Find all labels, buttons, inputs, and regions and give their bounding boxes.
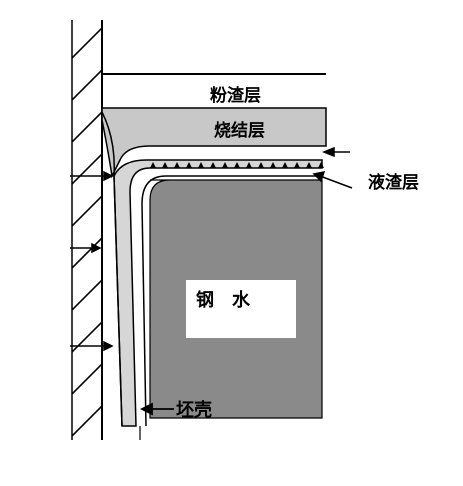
liquid-slag-inner-line: [141, 175, 322, 427]
molten-steel-label-2: 水: [232, 289, 251, 311]
powder-slag-label: 粉渣层: [210, 85, 261, 106]
liquid-slag-arrows: [312, 146, 353, 189]
molten-steel-label-box: [186, 280, 296, 338]
sintered-layer: [101, 107, 327, 179]
liquid-slag-label: 液渣层: [368, 172, 419, 193]
sintered-layer-label: 烧结层: [214, 120, 265, 141]
shell-arrow: [139, 402, 174, 416]
liquid-slag-triangles: [150, 162, 324, 168]
molten-steel-label-1: 钢: [196, 289, 214, 311]
powder-slag-label-box: [200, 80, 276, 106]
liquid-slag-outer-line: [101, 111, 123, 427]
mold-wall: [71, 20, 103, 440]
heat-flux-arrows: [70, 170, 114, 352]
shell-label: 坯壳: [176, 399, 212, 421]
